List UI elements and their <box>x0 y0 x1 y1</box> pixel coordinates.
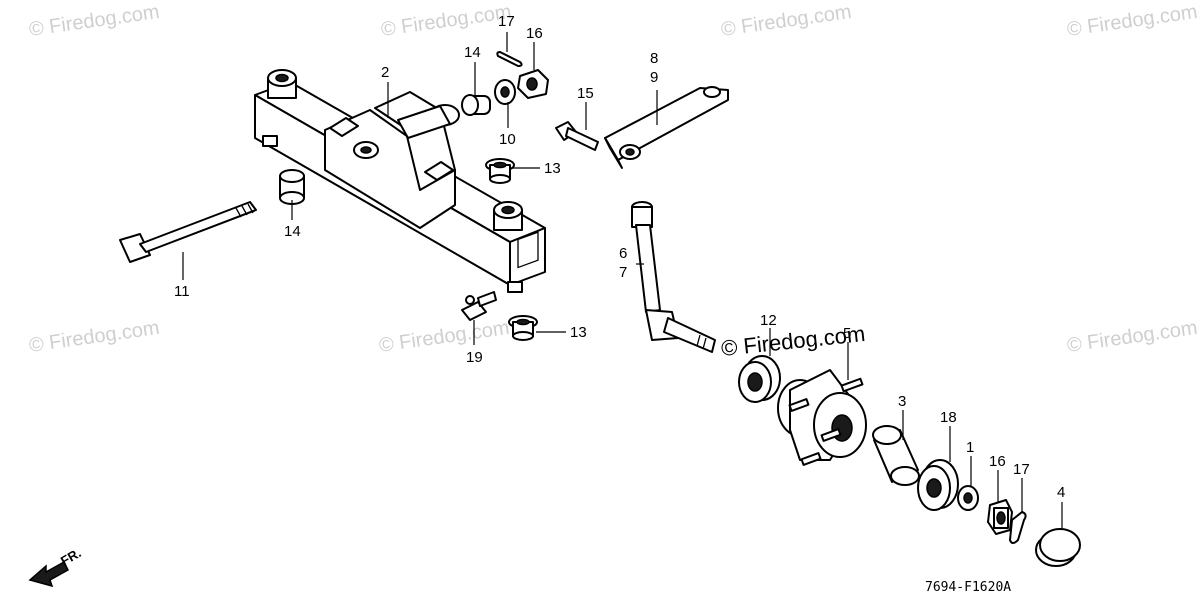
callout-14: 14 <box>464 44 481 61</box>
callout-7: 7 <box>619 264 627 281</box>
part-10-washer[interactable] <box>494 79 516 105</box>
callout-4: 4 <box>1057 484 1065 501</box>
watermark: © Firedog.com <box>378 317 511 357</box>
callout-10: 10 <box>499 131 516 148</box>
callout-13: 13 <box>544 160 561 177</box>
watermark: © Firedog.com <box>28 1 161 41</box>
watermark: © Firedog.com <box>1066 317 1199 357</box>
part-18-bearing-outer[interactable] <box>917 459 959 511</box>
callout-labels: 2 14 17 16 10 15 8 9 13 14 11 19 13 6 7 … <box>174 13 1065 501</box>
callout-15: 15 <box>577 85 594 102</box>
callout-17: 17 <box>1013 461 1030 478</box>
callout-6: 6 <box>619 245 627 262</box>
part-14-collar-top[interactable] <box>461 94 491 116</box>
callout-16: 16 <box>989 453 1006 470</box>
callout-19: 19 <box>466 349 483 366</box>
watermark: © Firedog.com <box>720 1 853 41</box>
diagram-code: 7694-F1620A <box>925 580 1011 595</box>
part-13-bushing-top[interactable] <box>485 158 515 184</box>
part-3-spacer[interactable] <box>872 425 920 486</box>
part-14-collar-left[interactable] <box>279 169 305 205</box>
front-direction-indicator: FR. <box>28 545 84 588</box>
part-19-grease-fitting[interactable] <box>461 291 497 321</box>
part-16-castle-nut-hub[interactable] <box>987 499 1013 535</box>
part-4-hub-cap[interactable] <box>1035 528 1081 567</box>
callout-12: 12 <box>760 312 777 329</box>
part-16-castle-nut-top[interactable] <box>517 69 549 99</box>
leader-lines <box>182 32 1063 530</box>
callout-11: 11 <box>174 283 190 300</box>
part-2-axle-beam[interactable] <box>254 69 546 293</box>
callout-17: 17 <box>498 13 515 30</box>
watermark: © Firedog.com <box>1066 1 1199 41</box>
part-15-bolt[interactable] <box>555 121 599 151</box>
callout-5: 5 <box>843 325 851 342</box>
part-17-cotter-pin-top[interactable] <box>496 51 523 67</box>
callout-14: 14 <box>284 223 301 240</box>
part-11-pivot-bolt[interactable] <box>119 201 257 263</box>
watermark-layer: © Firedog.com © Firedog.com © Firedog.co… <box>28 1 1199 357</box>
watermark-center: © Firedog.com <box>720 321 866 361</box>
part-17-cotter-pin-hub[interactable] <box>1009 511 1027 544</box>
watermark: © Firedog.com <box>380 1 513 41</box>
watermark: © Firedog.com <box>28 317 161 357</box>
callout-13: 13 <box>570 324 587 341</box>
callout-18: 18 <box>940 409 957 426</box>
callout-16: 16 <box>526 25 543 42</box>
callout-1: 1 <box>966 439 974 456</box>
part-5-wheel-hub[interactable] <box>777 369 867 466</box>
part-8-9-tie-rod-arm[interactable] <box>604 86 729 169</box>
part-6-7-spindle[interactable] <box>631 201 716 353</box>
part-13-bushing-bottom[interactable] <box>508 315 538 341</box>
front-arrow-icon <box>28 560 69 588</box>
callout-3: 3 <box>898 393 906 410</box>
part-12-bearing-inner[interactable] <box>738 355 781 403</box>
callout-2: 2 <box>381 64 389 81</box>
callout-9: 9 <box>650 69 658 86</box>
part-1-washer[interactable] <box>957 485 979 511</box>
callout-8: 8 <box>650 50 658 67</box>
